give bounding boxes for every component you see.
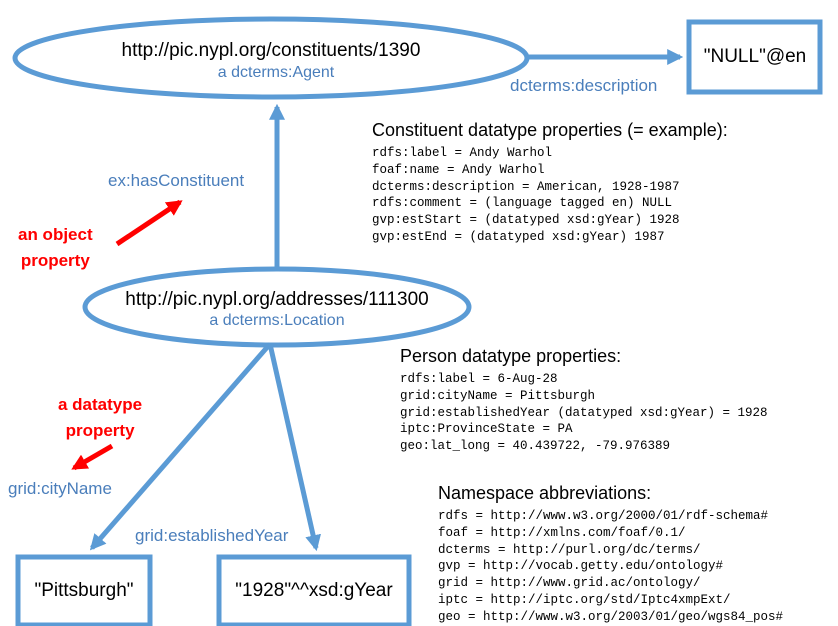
address-type-label: a dcterms:Location [209,312,345,329]
person-properties-list: rdfs:label = 6-Aug-28 grid:cityName = Pit… [400,371,768,455]
namespace-abbreviations-heading: Namespace abbreviations: [438,483,652,503]
established-year-edge-label: grid:establishedYear [135,526,289,545]
person-properties-panel: Person datatype properties: rdfs:label =… [400,346,768,455]
constituent-properties-list: rdfs:label = Andy Warhol foaf:name = Andy… [372,145,728,246]
person-properties-heading: Person datatype properties: [400,346,622,366]
namespace-abbreviations-list: rdfs = http://www.w3.org/2000/01/rdf-sch… [438,508,783,626]
established-year-edge[interactable] [267,343,321,552]
property-line: dcterms:description = American, 1928-198… [372,179,680,194]
null-literal-box[interactable] [686,19,823,95]
constituent-properties-panel: Constituent datatype properties (= examp… [372,120,728,246]
property-line: iptc = http://iptc.org/std/Iptc4xmpExt/ [438,592,731,607]
datatype-property-pointer-arrow [71,443,114,471]
description-edge-label: dcterms:description [510,76,658,95]
property-line: grid:establishedYear (datatyped xsd:gYea… [400,405,768,420]
pittsburgh-literal-box[interactable] [15,554,153,626]
constituent-properties-heading: Constituent datatype properties (= examp… [372,120,728,140]
constituent-type-label: a dcterms:Agent [217,64,335,81]
object-property-pointer-arrow [115,199,183,247]
has-constituent-edge-label: ex:hasConstituent [108,171,245,190]
address-node-ellipse[interactable] [82,266,472,348]
property-line: iptc:ProvinceState = PA [400,422,573,437]
object-property-note: an object property [18,225,93,270]
property-line: grid = http://www.grid.ac/ontology/ [438,576,701,591]
year-literal-box[interactable] [216,554,412,626]
property-line: foaf = http://xmlns.com/foaf/0.1/ [438,525,686,540]
property-line: rdfs:label = 6-Aug-28 [400,372,558,386]
property-line: gvp:estEnd = (datatyped xsd:gYear) 1987 [372,229,665,244]
namespace-abbreviations-panel: Namespace abbreviations: rdfs = http://w… [438,483,783,626]
address-uri-label: http://pic.nypl.org/addresses/111300 [125,289,429,310]
property-line: dcterms = http://purl.org/dc/terms/ [438,542,701,557]
datatype-property-note: a datatype property [58,395,143,440]
property-line: gvp:estStart = (datatyped xsd:gYear) 192… [372,213,680,228]
city-name-edge-label: grid:cityName [8,479,112,498]
property-line: rdfs:label = Andy Warhol [372,146,553,160]
year-literal-label: "1928"^^xsd:gYear [235,580,393,601]
property-line: grid:cityName = Pittsburgh [400,388,596,403]
city-name-edge[interactable] [89,342,272,551]
constituent-uri-label: http://pic.nypl.org/constituents/1390 [121,40,421,61]
property-line: foaf:name = Andy Warhol [372,162,545,177]
property-line: rdfs = http://www.w3.org/2000/01/rdf-sch… [438,509,769,523]
property-line: geo = http://www.w3.org/2003/01/geo/wgs8… [438,609,784,624]
property-line: geo:lat_long = 40.439722, -79.976389 [400,439,671,454]
property-line: gvp = http://vocab.getty.edu/ontology# [438,559,724,574]
null-literal-label: "NULL"@en [703,46,807,67]
property-line: rdfs:comment = (language tagged en) NULL [372,196,673,211]
pittsburgh-literal-label: "Pittsburgh" [34,580,134,601]
